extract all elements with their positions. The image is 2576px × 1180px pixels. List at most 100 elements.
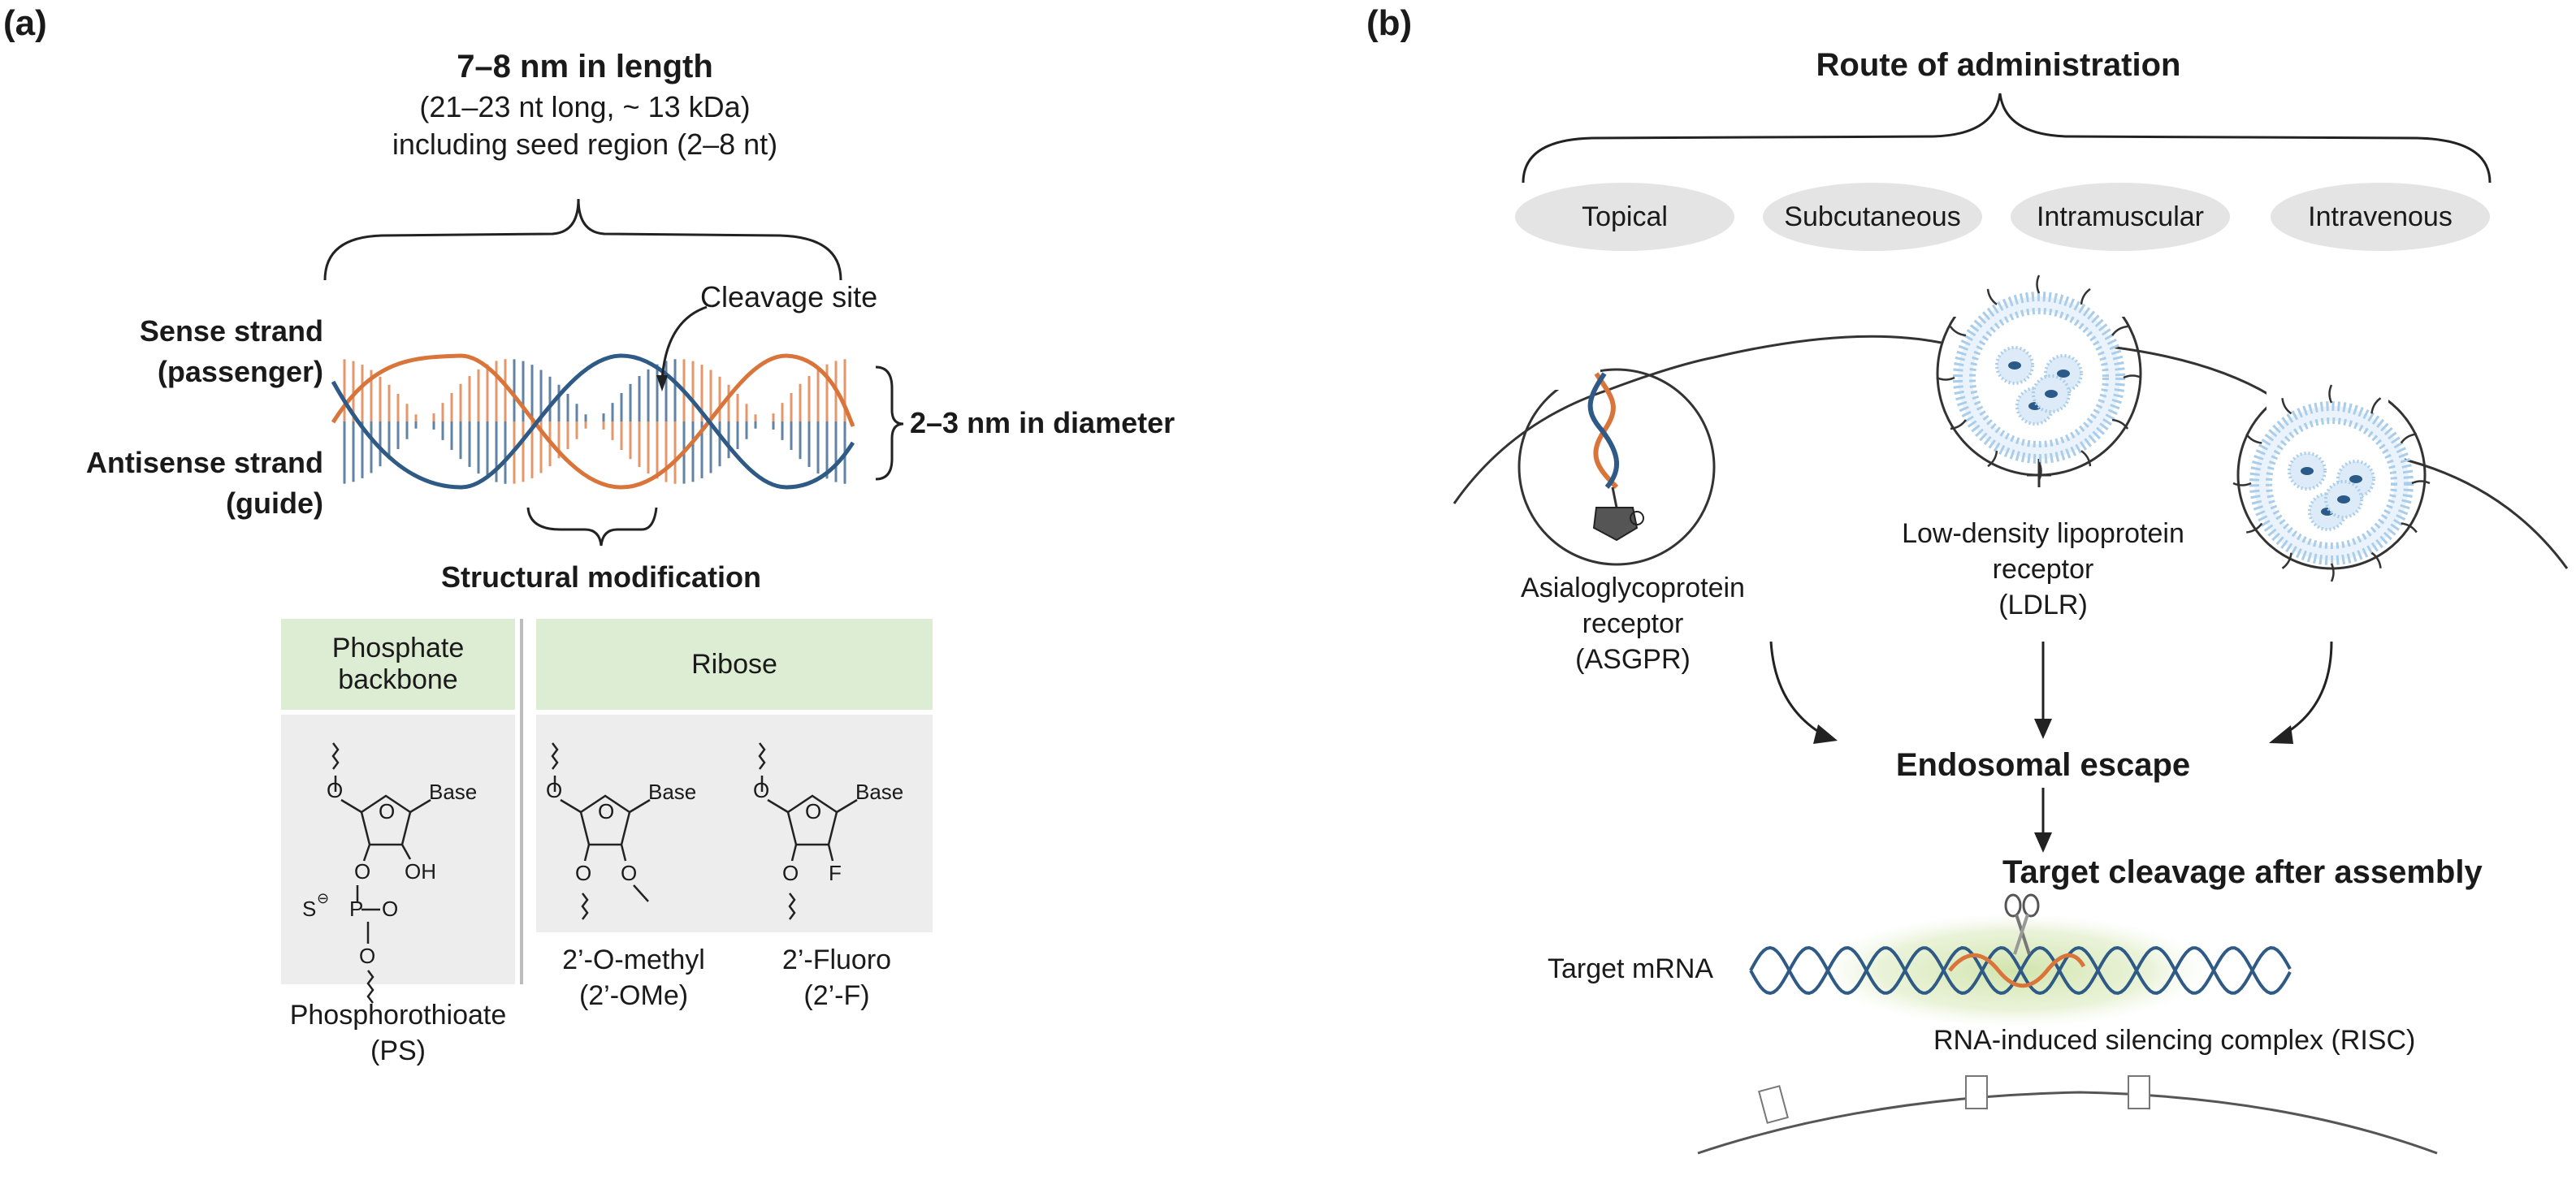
risc-glow [1820, 914, 2210, 1027]
asgpr-label: Asialoglycoprotein receptor (ASGPR) [1495, 570, 1771, 677]
asgpr-line1: Asialoglycoprotein [1521, 573, 1745, 603]
length-annotation: 7–8 nm in length (21–23 nt long, ~ 13 kD… [382, 49, 788, 162]
antisense-strand-path [331, 353, 855, 490]
cell-membrane [1453, 335, 2569, 569]
peg-chain [2111, 418, 2129, 430]
ps-base-label: Base [429, 780, 478, 804]
asgpr-line2: receptor [1582, 608, 1684, 639]
guide-strand-overlay [1948, 953, 2086, 988]
route-topical: Topical [1515, 183, 1734, 251]
length-line3: including seed region (2–8 nt) [392, 128, 778, 161]
peg-chain [2080, 287, 2091, 305]
ldlr-line1: Low-density lipoprotein [1902, 518, 2184, 549]
cleavage-site-label: Cleavage site [700, 280, 878, 313]
fluoro-caption: 2’-Fluoro (2’-F) [747, 942, 926, 1014]
length-line2: (21–23 nt long, ~ 13 kDa) [419, 90, 751, 123]
ome-o2-label: O [621, 861, 638, 885]
peg-chain [2330, 563, 2335, 582]
route-intramuscular: Intramuscular [2011, 183, 2230, 251]
f-base-label: Base [855, 780, 904, 804]
peg-chain [1987, 450, 1998, 468]
sense-line2: (passenger) [157, 355, 323, 388]
peg-chain [2036, 274, 2041, 294]
ps-o-lower-label: O [359, 944, 376, 968]
peg-chain [2245, 433, 2262, 444]
peg-chain [2037, 461, 2042, 481]
arrow-asgpr [1769, 641, 1825, 737]
route-title: Route of administration [1816, 47, 2181, 83]
ribose-header: Ribose [536, 619, 933, 710]
ldlr-line2: receptor [1992, 554, 2094, 585]
peg-chain [2080, 450, 2092, 467]
length-title: 7–8 nm in length [457, 49, 713, 84]
ribose-structure-panel [536, 715, 933, 932]
asgpr-line3: (ASGPR) [1575, 644, 1691, 675]
diameter-label: 2–3 nm in diameter [910, 406, 1175, 439]
ome-ring-o-label: O [598, 799, 615, 823]
peg-chain [2401, 522, 2418, 534]
ldlr-line3: (LDLR) [1998, 590, 2088, 620]
ps-caption: Phosphorothioate (PS) [268, 997, 528, 1069]
nuclear-membrane [1697, 1091, 2438, 1155]
route-intravenous: Intravenous [2271, 183, 2490, 251]
length-brace [323, 198, 842, 281]
fluoro-caption-line1: 2’-Fluoro [781, 944, 892, 975]
peg-chain [2411, 480, 2431, 485]
peg-chain [2400, 433, 2417, 444]
antisense-line2: (guide) [226, 486, 323, 520]
ps-s-label: S [302, 897, 317, 921]
f-o5-label: O [753, 778, 770, 802]
phosphate-backbone-header: Phosphate backbone [281, 619, 515, 710]
target-cleavage-label: Target cleavage after assembly [2002, 854, 2483, 890]
route-brace [1522, 93, 2492, 184]
peg-chain [2232, 482, 2252, 486]
ps-p-label: P [349, 897, 364, 921]
phosphate-header-line2: backbone [338, 664, 458, 695]
antisense-strand-label: Antisense strand (guide) [0, 443, 323, 524]
arrow-iv [2282, 641, 2333, 737]
ps-ring-o-label: O [379, 799, 396, 823]
structural-modification-title: Structural modification [440, 560, 762, 594]
f-ring-o-label: O [805, 799, 822, 823]
peg-chain [2246, 522, 2263, 534]
risc-label: RNA-induced silencing complex (RISC) [1933, 1025, 2416, 1056]
ps-o5-label: O [327, 778, 344, 802]
ome-caption: 2’-O-methyl (2’-OMe) [536, 942, 731, 1014]
cleavage-arrowhead [656, 375, 668, 391]
sense-strand-path [331, 353, 855, 490]
endosomal-escape-label: Endosomal escape [1895, 747, 2191, 783]
asgpr-pit [1517, 368, 1716, 566]
diameter-brace [875, 365, 904, 481]
target-mrna-label: Target mRNA [1548, 953, 1714, 984]
ps-negative-charge: ⊖ [317, 890, 330, 906]
peg-chain [2281, 552, 2292, 569]
f-fluorine-label: F [829, 861, 842, 885]
f-o3-label: O [782, 861, 799, 885]
antisense-line1: Antisense strand [85, 446, 323, 479]
phosphate-header-line1: Phosphate [331, 633, 465, 663]
peg-chain [2123, 374, 2142, 379]
peg-chain [1949, 326, 1967, 337]
lipid-nanoparticle [1936, 274, 2142, 481]
peg-chain [2281, 398, 2292, 415]
ps-structure-panel [281, 715, 515, 984]
route-subcutaneous: Subcutaneous [1763, 183, 1982, 251]
seed-brace [526, 507, 658, 547]
galnac-sirna-conjugate [1587, 372, 1644, 542]
ome-caption-line2: (2’-OMe) [578, 980, 689, 1011]
ps-oh-label: OH [405, 859, 436, 884]
ldlr-label: Low-density lipoprotein receptor (LDLR) [1885, 516, 2202, 623]
peg-chain [1950, 419, 1967, 430]
peg-chain [1936, 376, 1955, 381]
target-mrna-helix [1749, 945, 2292, 996]
fluoro-caption-line2: (2’-F) [803, 980, 870, 1011]
peg-chain [2370, 551, 2382, 568]
ome-o3-label: O [575, 861, 592, 885]
peg-chain [2328, 384, 2333, 404]
ome-o5-label: O [546, 778, 563, 802]
lipid-nanoparticle [2232, 384, 2431, 582]
scissors-icon [2004, 893, 2040, 955]
panel-b-label: (b) [1366, 3, 1413, 43]
cleavage-arrow [660, 305, 708, 381]
